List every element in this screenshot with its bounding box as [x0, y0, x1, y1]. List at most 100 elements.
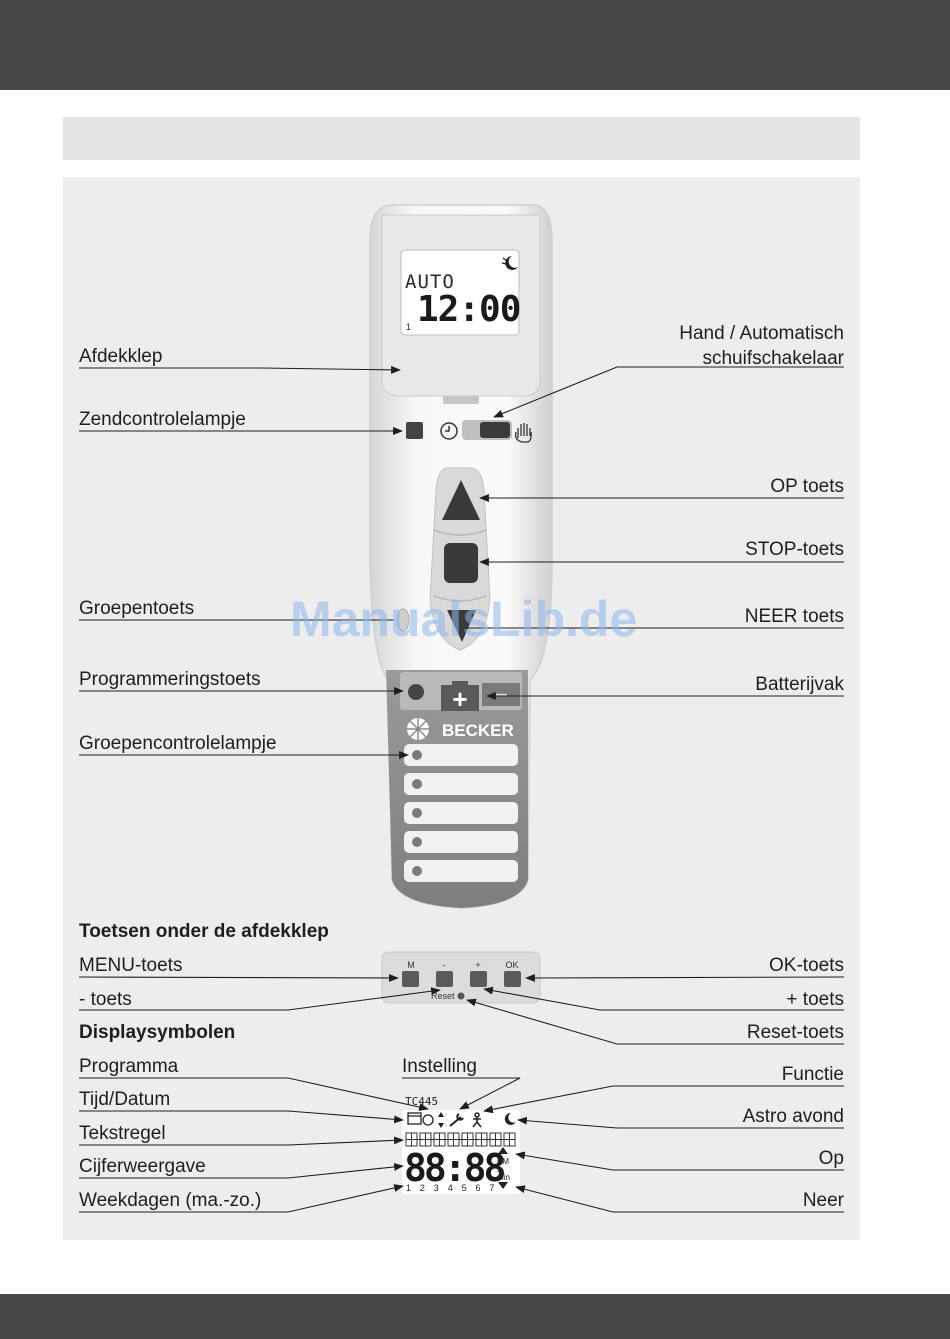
label-hand-automatisch: Hand / Automatisch schuifschakelaar: [679, 321, 844, 371]
group-slot: [404, 802, 518, 824]
down-arrow-icon[interactable]: [447, 610, 476, 642]
label-astro-avond: Astro avond: [742, 1106, 844, 1127]
display-callouts: [79, 1077, 844, 1213]
wrench-icon: [449, 1113, 464, 1127]
key-m-label: M: [407, 960, 415, 970]
label-reset-toets: Reset-toets: [746, 1022, 844, 1043]
brand-text: BECKER: [442, 721, 514, 740]
lcd-pm-text: PM: [497, 1157, 509, 1166]
zendcontrole-led: [406, 422, 423, 439]
label-afdekklep: Afdekklep: [79, 346, 163, 367]
cover-tab: [443, 396, 479, 404]
label-instelling: Instelling: [402, 1056, 477, 1077]
group-slot: [404, 860, 518, 882]
group-slot: [404, 773, 518, 795]
key-ok-label: OK: [505, 960, 518, 970]
group-led: [412, 837, 422, 847]
cover-keys-strip: M - + OK Reset: [381, 951, 541, 1004]
label-functie: Functie: [781, 1064, 844, 1085]
person-icon: [472, 1112, 482, 1128]
heading-displaysymbolen: Displaysymbolen: [79, 1022, 236, 1043]
updown-small-icon: [438, 1112, 444, 1128]
label-hand-automatisch-line1: Hand / Automatisch: [679, 323, 844, 344]
cover-callouts: [78, 974, 845, 1045]
battery-minus: [482, 683, 520, 706]
top-bar: [0, 0, 950, 90]
label-programmeringstoets: Programmeringstoets: [79, 669, 261, 690]
ok-key[interactable]: [504, 971, 521, 987]
label-tijd-datum: Tijd/Datum: [79, 1089, 171, 1110]
label-groepencontrolelampje: Groepencontrolelampje: [79, 733, 277, 754]
heading-toetsen-afdekklep: Toetsen onder de afdekklep: [79, 921, 329, 942]
text-line-segments: [405, 1132, 516, 1147]
label-groepentoets: Groepentoets: [79, 598, 195, 619]
reset-button[interactable]: [457, 992, 465, 1000]
menu-key[interactable]: [402, 971, 419, 987]
lcd-symbols-screen: [402, 1110, 520, 1194]
label-ok-toets: OK-toets: [769, 955, 844, 976]
label-min-toets: - toets: [79, 989, 132, 1010]
neer-arrow-icon: [498, 1182, 508, 1189]
label-batterijvak: Batterijvak: [755, 674, 844, 695]
clock-icon: [440, 422, 458, 440]
label-op: Op: [818, 1148, 844, 1169]
calendar-icon: [407, 1112, 422, 1125]
label-menu-toets: MENU-toets: [79, 955, 183, 976]
programmeringstoets-button[interactable]: [408, 684, 424, 700]
lcd-screen: [400, 249, 520, 336]
group-slot: [404, 831, 518, 853]
moon-rays-icon: [501, 257, 508, 265]
slider-knob[interactable]: [480, 422, 510, 438]
label-stop-toets: STOP-toets: [745, 539, 844, 560]
weekday-numbers-text: 1 2 3 4 5 6 7: [406, 1183, 498, 1193]
label-programma: Programma: [79, 1056, 179, 1077]
display-symbols-panel: TC445 88:88 PM s min 1 2 3 4 5 6 7: [402, 1095, 520, 1194]
key-plus-label: +: [475, 960, 480, 970]
stop-square-icon[interactable]: [444, 543, 478, 583]
plus-key[interactable]: [470, 971, 487, 987]
lcd-min-text: min: [497, 1173, 510, 1182]
remote-control: AUTO 12:00 1 + − BE: [369, 204, 553, 909]
battery-plus: [441, 685, 479, 711]
battery-plus-cap: [452, 681, 468, 686]
label-zendcontrolelampje: Zendcontrolelampje: [79, 409, 246, 430]
group-leds: [404, 744, 518, 882]
lcd-s-text: s: [497, 1165, 501, 1174]
clock-small-icon: [422, 1114, 434, 1126]
group-led: [412, 808, 422, 818]
lcd-channel-text: 1: [406, 322, 411, 332]
label-op-toets: OP toets: [770, 476, 844, 497]
rocker-divider-top: [433, 529, 487, 536]
label-neer-toets: NEER toets: [744, 606, 844, 627]
group-led: [412, 779, 422, 789]
label-tekstregel: Tekstregel: [79, 1123, 166, 1144]
label-neer: Neer: [802, 1190, 844, 1211]
hand-icon: [514, 423, 532, 443]
label-plus-toets: + toets: [786, 989, 844, 1010]
lcd-time-text: 12:00: [417, 289, 520, 330]
group-led: [412, 750, 422, 760]
group-led: [412, 866, 422, 876]
becker-logo-icon: [407, 718, 429, 740]
moon-small-icon: [504, 1112, 516, 1125]
callout-lines: [79, 365, 844, 759]
model-text: TC445: [405, 1095, 438, 1108]
label-weekdagen: Weekdagen (ma.-zo.): [79, 1190, 262, 1211]
label-cijferweergave: Cijferweergave: [79, 1156, 206, 1177]
reset-label: Reset: [431, 991, 455, 1001]
up-arrow-icon[interactable]: [442, 480, 480, 520]
groepentoets-button[interactable]: [396, 608, 410, 632]
bottom-bar: [0, 1294, 950, 1339]
battery-plus-symbol: +: [452, 684, 467, 714]
label-hand-automatisch-line2: schuifschakelaar: [702, 348, 844, 369]
op-arrow-icon: [498, 1147, 508, 1154]
lcd-digits-text: 88:88: [404, 1146, 505, 1190]
key-minus-label: -: [443, 960, 446, 970]
moon-icon: [505, 256, 518, 270]
group-slot: [404, 744, 518, 766]
header-band: [63, 117, 860, 160]
rocker-divider-bottom: [433, 595, 487, 602]
minus-key[interactable]: [436, 971, 453, 987]
watermark-text: ManualsLib.de: [290, 591, 638, 647]
